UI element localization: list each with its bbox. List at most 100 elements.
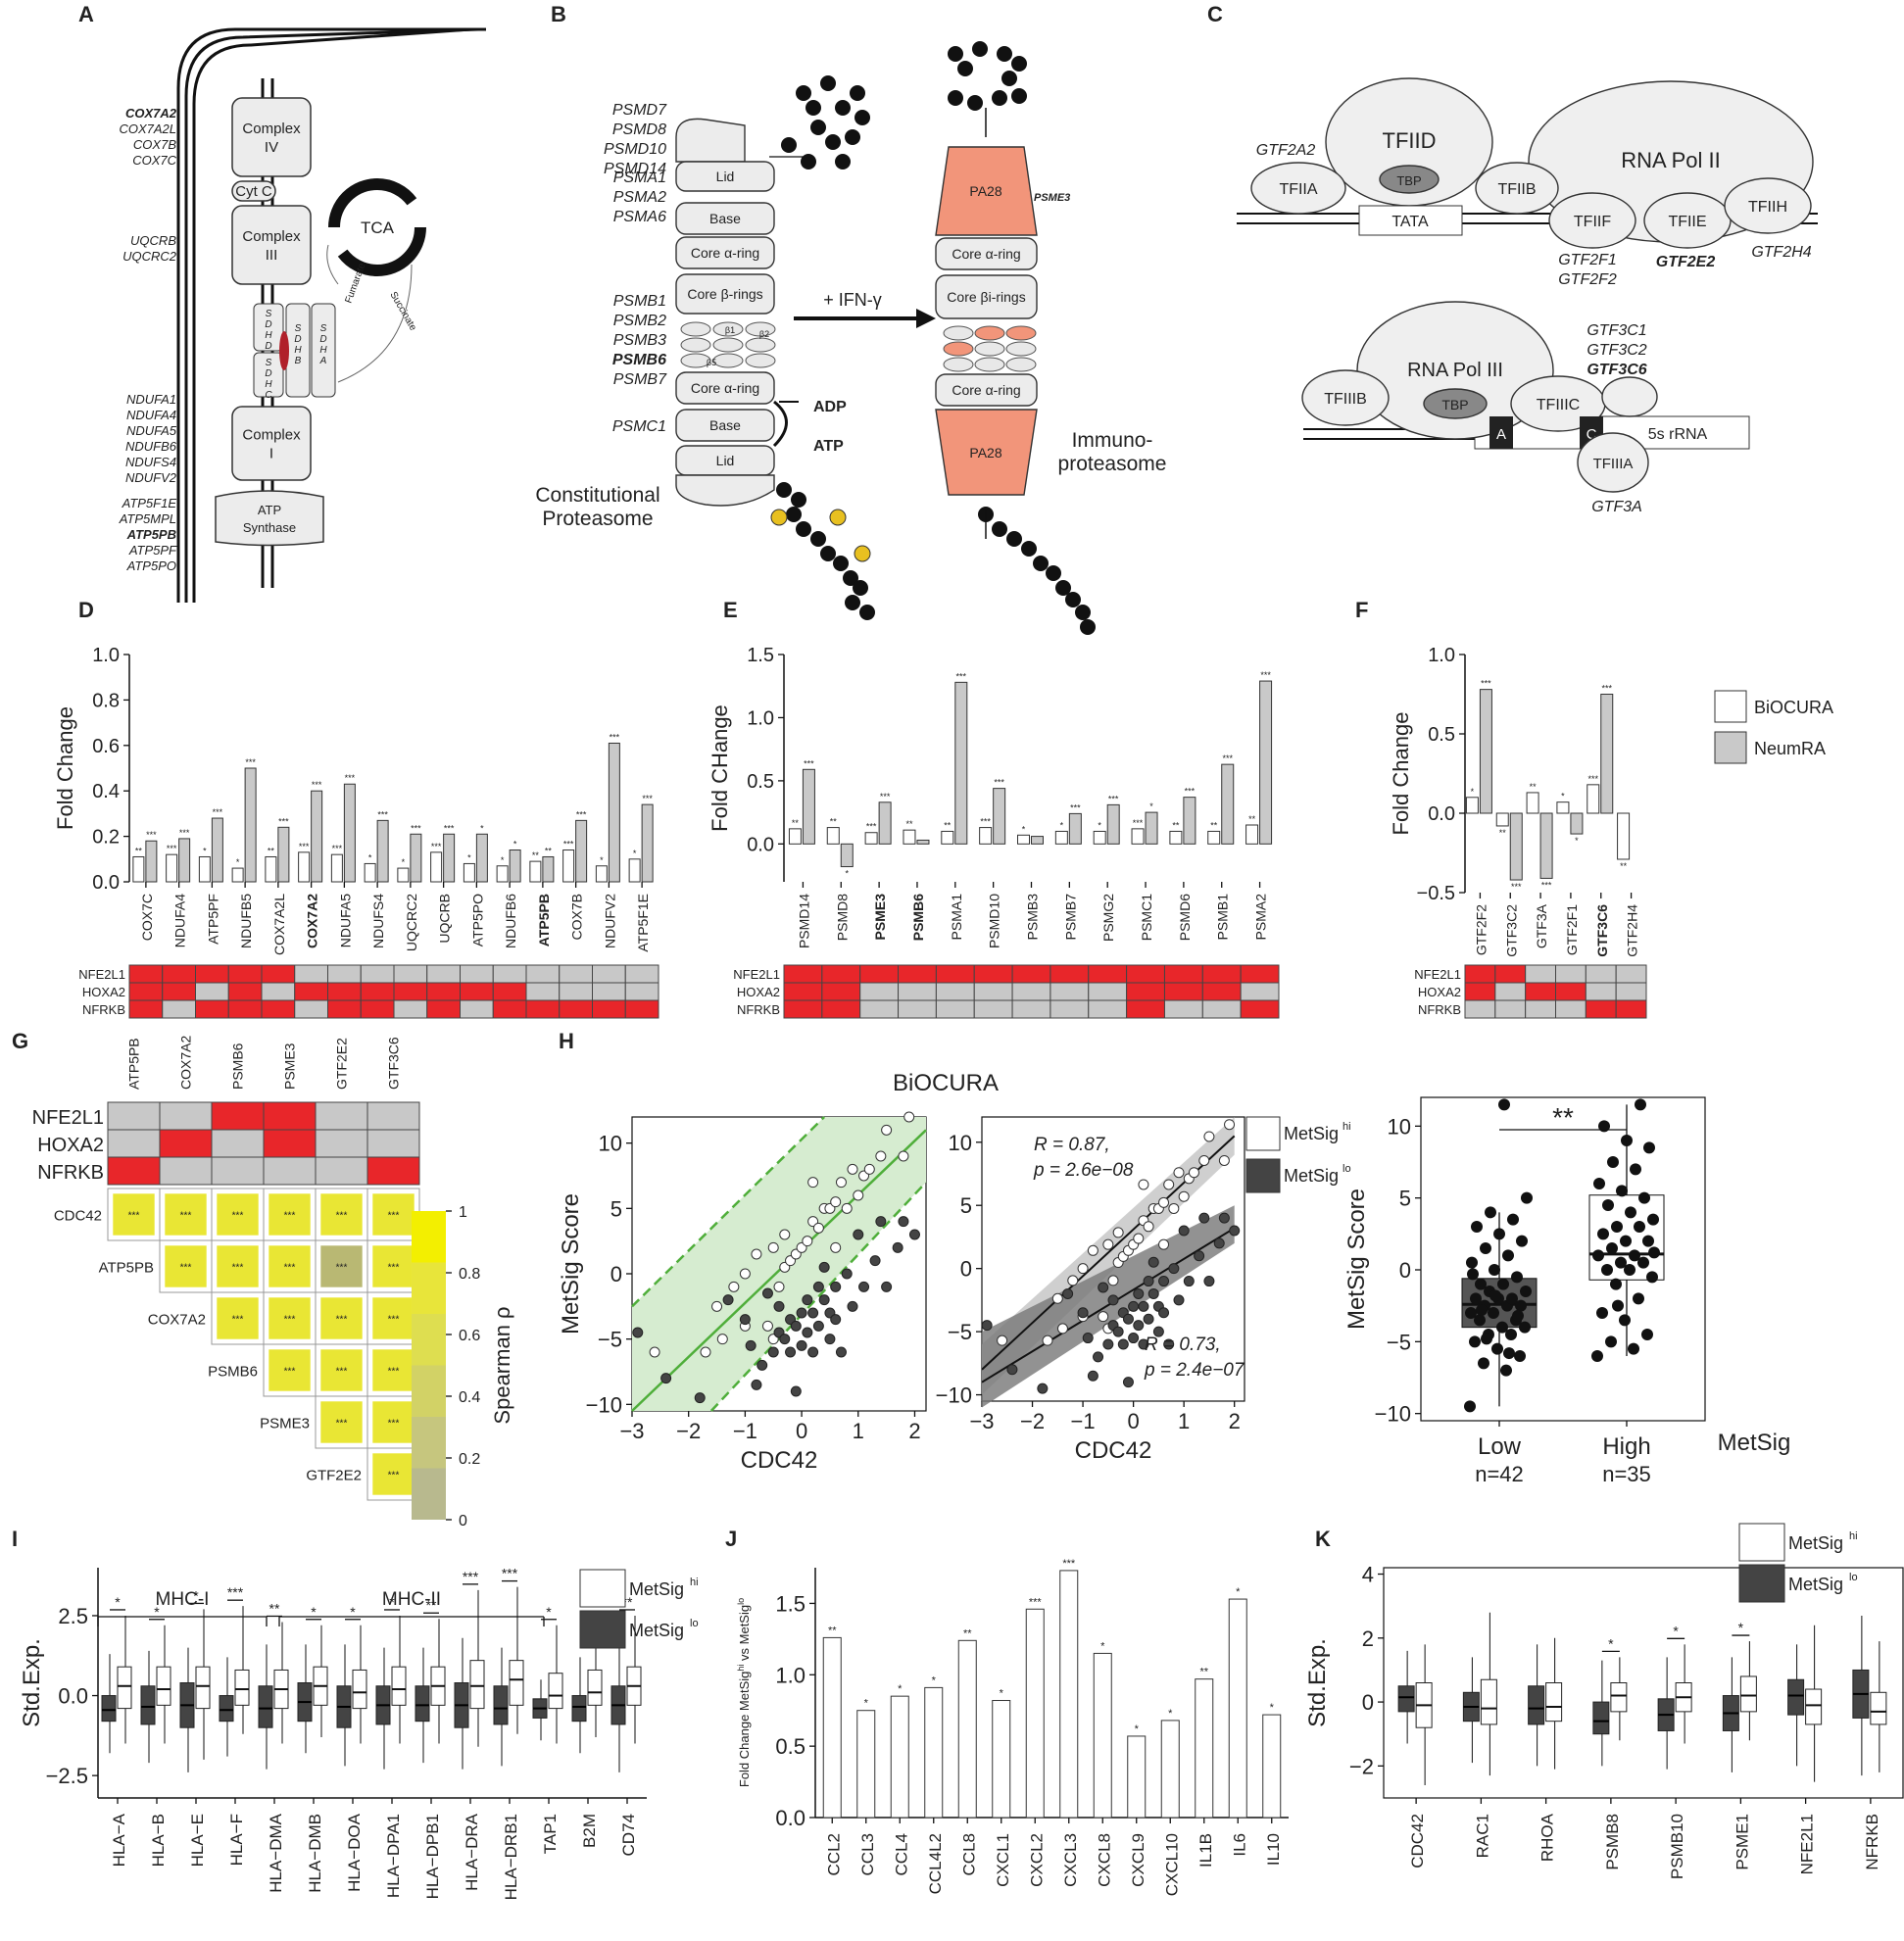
sig-label: ***: [1062, 1558, 1076, 1570]
cbar-tick-label: 1: [459, 1204, 467, 1221]
heat-cell: [1615, 999, 1647, 1019]
heat-cell: [1163, 999, 1203, 1019]
gene-label: GTF3C2: [1587, 342, 1646, 359]
point-lo: [812, 1320, 824, 1332]
bar-biocura: [1245, 824, 1259, 845]
peptide: [854, 110, 870, 125]
point-hi: [779, 1229, 791, 1240]
y-tick-label: 5: [960, 1193, 972, 1218]
point-hi: [1056, 1323, 1068, 1334]
sdh-letter: S: [295, 323, 302, 334]
heme: [279, 331, 289, 370]
point-hi: [751, 1248, 762, 1260]
peptide: [806, 100, 821, 116]
heat-cell: [263, 1101, 317, 1131]
heat-cell: [327, 982, 362, 1001]
point-lo: [892, 1241, 903, 1253]
sig-label: ***: [1511, 882, 1522, 892]
heat-cell: [366, 1101, 420, 1131]
sdh-letter: D: [265, 319, 271, 330]
sig-label: *: [1738, 1620, 1744, 1635]
heat-cell: [1464, 964, 1496, 984]
point-lo: [908, 1229, 920, 1240]
y-tick-label: 10: [949, 1131, 972, 1155]
point-lo: [802, 1294, 813, 1306]
tfiia-label: TFIIA: [1279, 181, 1317, 198]
heat-cell: [1163, 964, 1203, 984]
y-tick-label: 10: [1388, 1114, 1411, 1139]
gene-label: COX7A2: [125, 106, 177, 121]
box-point: [1478, 1357, 1489, 1370]
y-tick-label: 0.0: [1428, 803, 1455, 825]
box-point: [1489, 1289, 1501, 1302]
heat-cell: [261, 982, 296, 1001]
bar-neumra: [1106, 803, 1120, 845]
box-point: [1638, 1191, 1650, 1204]
sig-label: ***: [336, 1315, 348, 1326]
gene-label: ATP5PO: [126, 558, 176, 573]
bar: [1127, 1735, 1147, 1819]
tata-label: TATA: [1391, 214, 1429, 230]
x-tick-label: HLA−A: [110, 1813, 128, 1867]
bar-biocura: [941, 830, 954, 845]
point-lo: [1112, 1326, 1124, 1337]
sig-label: *: [1149, 801, 1153, 811]
box-frame: [1420, 1096, 1706, 1422]
panel-letter-j: J: [725, 1527, 737, 1551]
peptide-chain: [1033, 556, 1049, 571]
sig-label: **: [545, 846, 553, 855]
panel-letter-b: B: [551, 2, 566, 26]
sig-label: *: [1673, 1623, 1679, 1638]
point-lo: [1178, 1225, 1190, 1237]
corr-square: [217, 1297, 259, 1339]
x-tick-label: IL1B: [1196, 1833, 1215, 1868]
bar-biocura: [397, 867, 410, 883]
beta-subunit: [745, 337, 776, 353]
y-tick-label: −10: [1375, 1402, 1411, 1427]
box-hi: [1545, 1682, 1563, 1723]
n-label: n=42: [1475, 1462, 1524, 1486]
sig-label: **: [1620, 861, 1628, 871]
point-hi: [853, 1189, 864, 1201]
point-hi: [1087, 1244, 1098, 1256]
point-lo: [812, 1281, 824, 1292]
sig-label: ***: [388, 1315, 400, 1326]
bar-biocura: [595, 865, 608, 883]
box-hi: [1610, 1682, 1628, 1713]
x-axis-label: CDC42: [1075, 1437, 1152, 1464]
box-point: [1471, 1221, 1483, 1233]
x-tick-label: 1: [1178, 1409, 1190, 1433]
bar-biocura: [166, 853, 178, 883]
bar: [822, 1636, 842, 1819]
gene-label: COX7A2L: [119, 121, 176, 136]
point-lo: [1062, 1287, 1074, 1299]
plot-frame: [981, 1116, 1245, 1402]
point-lo: [1163, 1338, 1175, 1350]
heat-cell: [162, 964, 196, 984]
point-hi: [1168, 1202, 1180, 1214]
panel-letter-k: K: [1315, 1527, 1331, 1551]
heat-cell: [426, 999, 461, 1019]
sig-label: ***: [463, 1569, 479, 1584]
point-lo: [1194, 1250, 1205, 1262]
sig-label: ***: [299, 842, 310, 851]
y-tick-label: −5: [1387, 1330, 1411, 1354]
box-hi: [469, 1660, 485, 1710]
box-point: [1625, 1206, 1636, 1219]
sig-label: *: [1471, 787, 1475, 797]
point-hi: [881, 1124, 893, 1136]
heat-cell: [1011, 999, 1051, 1019]
plot-frame: [1383, 1567, 1904, 1799]
point-lo: [847, 1300, 858, 1312]
bar-biocura: [265, 855, 277, 883]
heat-cell: [162, 982, 196, 1001]
x-tick-label: PSMD6: [1177, 894, 1193, 941]
point-hi: [830, 1196, 842, 1208]
sig-label: *: [368, 852, 372, 862]
bar-biocura: [1093, 830, 1106, 845]
sig-label: ***: [388, 1367, 400, 1378]
corr-square: [320, 1297, 363, 1339]
corr-square: [269, 1245, 311, 1287]
corr-square: [269, 1297, 311, 1339]
